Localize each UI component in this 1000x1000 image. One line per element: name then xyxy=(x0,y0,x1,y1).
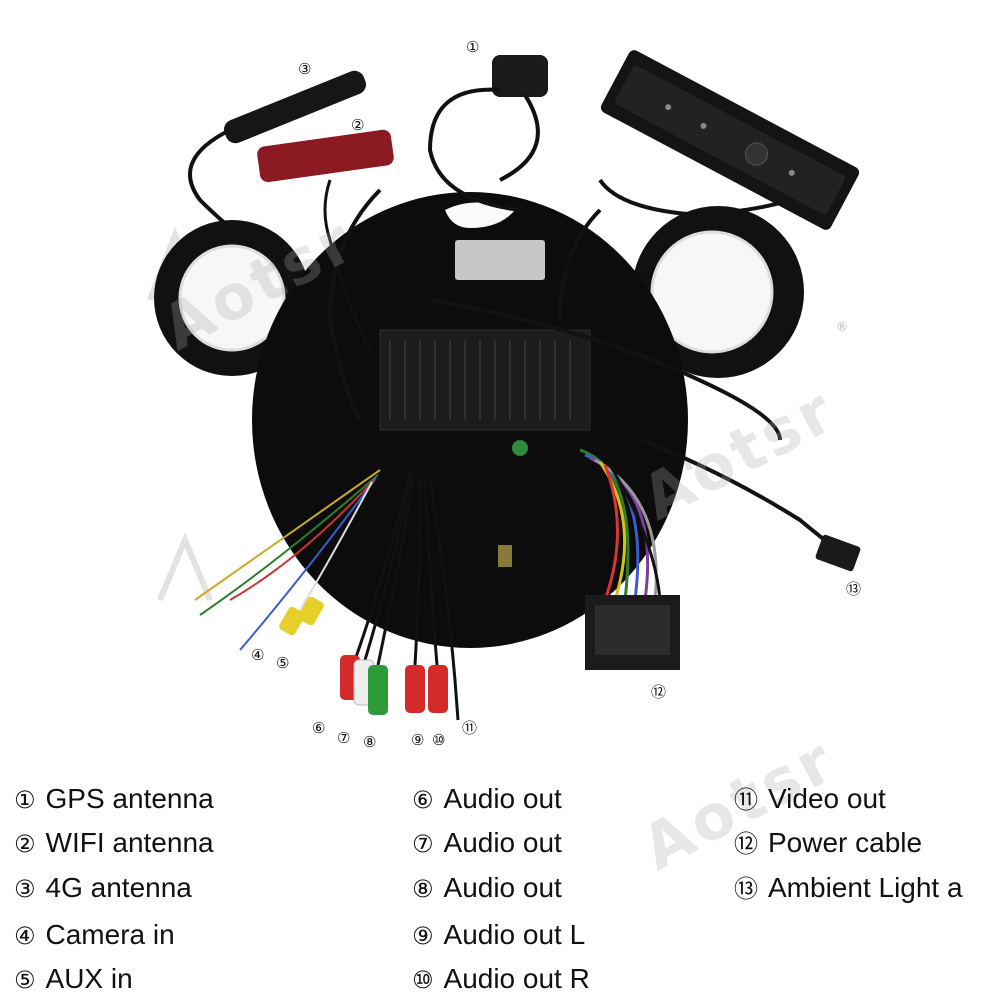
rca-plug-audio-out-r xyxy=(428,665,448,713)
legend-item-audio-7: ⑦ Audio out xyxy=(412,826,562,861)
legend-label: Audio out xyxy=(443,827,562,858)
ambient-light-connector xyxy=(815,534,861,572)
legend-label: Video out xyxy=(768,783,886,814)
callout-3: ③ xyxy=(298,60,312,78)
legend-num: ⑪ xyxy=(734,786,758,814)
legend-num: ⑨ xyxy=(412,922,434,950)
legend-label: AUX in xyxy=(45,963,133,994)
power-connector xyxy=(585,595,680,670)
camera-aux-wires xyxy=(194,469,381,651)
rca-plug-audio-out-l xyxy=(405,665,425,713)
rca-plug-audio-out-8 xyxy=(368,665,388,715)
callout-10: ⑩ xyxy=(432,731,446,749)
head-unit-body xyxy=(252,192,688,648)
legend-num: ⑬ xyxy=(734,875,758,903)
callout-12: ⑫ xyxy=(651,683,667,701)
legend-item-4g: ③ 4G antenna xyxy=(14,871,192,906)
gps-antenna xyxy=(427,55,548,212)
legend-num: ⑦ xyxy=(412,830,434,858)
callout-2: ② xyxy=(351,116,365,134)
legend-label: Ambient Light a xyxy=(768,872,963,903)
power-harness xyxy=(579,448,662,601)
legend-item-aux: ⑤ AUX in xyxy=(14,962,133,997)
legend-item-audio-8: ⑧ Audio out xyxy=(412,871,562,906)
legend-num: ⑧ xyxy=(412,875,434,903)
callout-13: ⑬ xyxy=(846,580,862,598)
legend-num: ⑥ xyxy=(412,786,434,814)
legend-label: 4G antenna xyxy=(45,872,192,903)
legend-item-power-cable: ⑫ Power cable xyxy=(734,826,922,861)
legend-label: Camera in xyxy=(45,919,175,950)
legend-num: ② xyxy=(14,830,36,858)
watermark-registered-mark: ® xyxy=(836,320,848,334)
legend-item-audio-6: ⑥ Audio out xyxy=(412,782,562,817)
callout-1: ① xyxy=(466,38,480,56)
legend-num: ⑤ xyxy=(14,966,36,994)
callout-11: ⑪ xyxy=(462,719,478,737)
legend-item-wifi: ② WIFI antenna xyxy=(14,826,214,861)
legend-num: ① xyxy=(14,786,36,814)
legend-num: ③ xyxy=(14,875,36,903)
legend-item-camera: ④ Camera in xyxy=(14,918,175,953)
legend-num: ⑩ xyxy=(412,966,434,994)
legend-item-video-out: ⑪ Video out xyxy=(734,782,886,817)
legend-label: Audio out L xyxy=(443,919,586,950)
legend-item-ambient-light: ⑬ Ambient Light a xyxy=(734,871,1000,906)
legend-label: Audio out R xyxy=(443,963,590,994)
legend-label: Power cable xyxy=(768,827,923,858)
legend-label: WIFI antenna xyxy=(45,827,214,858)
callout-7: ⑦ xyxy=(337,729,351,747)
legend-item-audio-l: ⑨ Audio out L xyxy=(412,918,585,953)
callout-4: ④ xyxy=(251,646,265,664)
rca-cables xyxy=(353,469,460,721)
control-button-strip xyxy=(600,50,860,230)
camera-in-connector xyxy=(279,596,324,636)
callout-9: ⑨ xyxy=(411,731,425,749)
legend-label: Audio out xyxy=(443,872,562,903)
callout-8: ⑧ xyxy=(363,733,377,751)
legend-label: Audio out xyxy=(443,783,562,814)
legend-label: GPS antenna xyxy=(45,783,214,814)
callout-6: ⑥ xyxy=(312,719,326,737)
4g-antenna xyxy=(188,70,367,252)
product-photo xyxy=(147,50,861,721)
wifi-antenna xyxy=(257,129,394,351)
callout-5: ⑤ xyxy=(276,654,290,672)
right-ring xyxy=(632,206,804,378)
legend-item-audio-r: ⑩ Audio out R xyxy=(412,962,590,997)
legend-item-gps: ① GPS antenna xyxy=(14,782,214,817)
legend-num: ⑫ xyxy=(734,830,758,858)
legend-num: ④ xyxy=(14,922,36,950)
